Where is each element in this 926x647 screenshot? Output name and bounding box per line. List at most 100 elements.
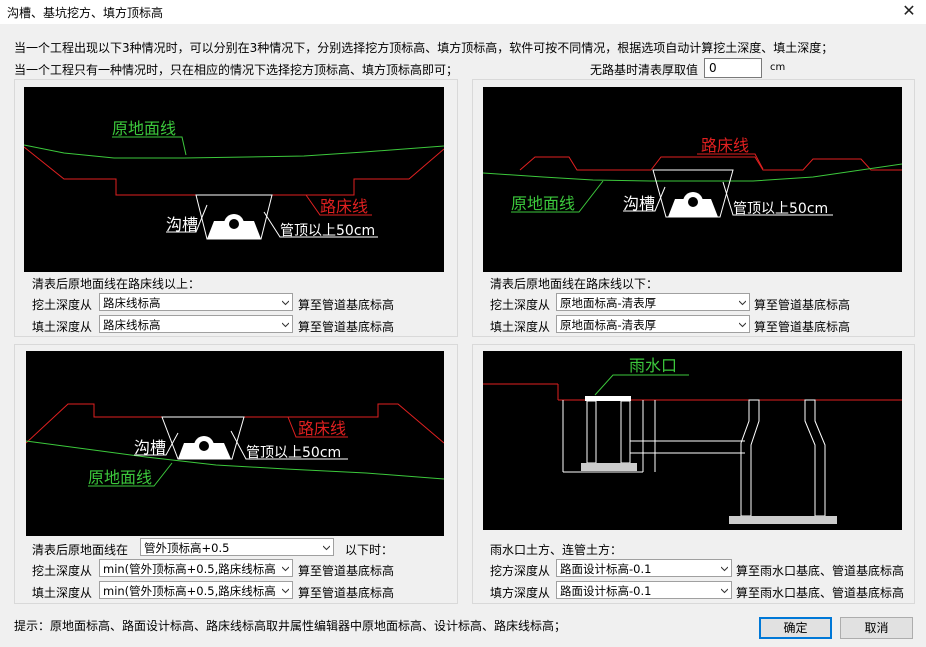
diagram-ground-below-pipe-top: 路床线 沟槽 管顶以上50cm 原地面线 xyxy=(26,351,444,536)
subgrade-label: 路床线 xyxy=(701,136,749,155)
panel2-dig-value: 原地面标高-清表厚 xyxy=(560,296,657,310)
hint-text: 提示：原地面标高、路面设计标高、路床线标高取井属性编辑器中原地面标高、设计标高、… xyxy=(14,619,567,633)
chevron-down-icon xyxy=(282,300,289,306)
panel1-dig-value: 路床线标高 xyxy=(103,296,161,310)
inlet-wall-right xyxy=(620,400,631,464)
panel1-fill-select[interactable]: 路床线标高 xyxy=(99,315,293,333)
subgrade-line xyxy=(24,146,444,196)
panel3-dig-select[interactable]: min(管外顶标高+0.5,路床线标高 xyxy=(99,559,293,577)
diagram-ground-below-subgrade: 路床线 原地面线 沟槽 管顶以上50cm xyxy=(483,87,902,272)
cancel-button[interactable]: 取消 xyxy=(840,617,913,639)
panel2-fill-value: 原地面标高-清表厚 xyxy=(560,318,657,332)
inlet-leader xyxy=(594,374,689,396)
chevron-down-icon xyxy=(739,300,746,306)
panel1-fill-value: 路床线标高 xyxy=(103,318,161,332)
panel4-fill-label: 填方深度从 xyxy=(490,586,551,600)
pipe-well-left-wall xyxy=(740,399,760,517)
panel2-fill-suffix: 算至管道基底标高 xyxy=(754,320,851,334)
panel3-threshold-value: 管外顶标高+0.5 xyxy=(144,541,230,555)
chevron-down-icon xyxy=(739,322,746,328)
subgrade-label: 路床线 xyxy=(298,419,346,438)
no-road-label: 无路基时清表厚取值 xyxy=(590,63,699,77)
panel1-fill-suffix: 算至管道基底标高 xyxy=(298,320,395,334)
panel3-fill-value: min(管外顶标高+0.5,路床线标高 xyxy=(103,584,276,598)
pipe-top-label: 管顶以上50cm xyxy=(280,223,375,239)
ground-line-label: 原地面线 xyxy=(88,468,152,487)
panel4-dig-select[interactable]: 路面设计标高-0.1 xyxy=(556,559,732,577)
chevron-down-icon xyxy=(323,545,330,551)
no-road-unit: cm xyxy=(770,62,786,73)
diagram-ground-above-subgrade: 原地面线 沟槽 管顶以上50cm 路床线 xyxy=(24,87,444,272)
inlet-top xyxy=(585,396,631,401)
panel2-fill-select[interactable]: 原地面标高-清表厚 xyxy=(556,315,750,333)
pipe-top-leader xyxy=(263,211,378,238)
panel2-dig-select[interactable]: 原地面标高-清表厚 xyxy=(556,293,750,311)
subgrade-leader xyxy=(697,153,764,170)
panel3-dig-suffix: 算至管道基底标高 xyxy=(298,564,395,578)
chevron-down-icon xyxy=(721,588,728,594)
panel2-fill-label: 填土深度从 xyxy=(490,320,551,334)
pipe-top-leader xyxy=(722,181,833,216)
panel3-fill-suffix: 算至管道基底标高 xyxy=(298,586,395,600)
title-bar: 沟槽、基坑挖方、填方顶标高 ✕ xyxy=(0,0,926,24)
ground-line xyxy=(24,144,444,159)
subgrade-line xyxy=(26,403,444,444)
subgrade-line xyxy=(519,156,902,171)
chevron-down-icon xyxy=(282,588,289,594)
panel3-heading-prefix: 清表后原地面线在 xyxy=(32,543,129,557)
panel3-fill-select[interactable]: min(管外顶标高+0.5,路床线标高 xyxy=(99,581,293,599)
pipe-well-base xyxy=(729,516,837,524)
trench-leader xyxy=(623,186,666,212)
panel1-dig-suffix: 算至管道基底标高 xyxy=(298,298,395,312)
panel4-dig-suffix: 算至雨水口基底、管道基底标高 xyxy=(736,564,905,578)
ground-leader xyxy=(88,462,173,487)
panel1-dig-select[interactable]: 路床线标高 xyxy=(99,293,293,311)
pipe-top-leader xyxy=(230,430,348,460)
panel4-fill-select[interactable]: 路面设计标高-0.1 xyxy=(556,581,732,599)
subgrade-label: 路床线 xyxy=(320,197,368,216)
trench-label: 沟槽 xyxy=(623,194,655,213)
intro-line-2: 当一个工程只有一种情况时，只在相应的情况下选择挖方顶标高、填方顶标高即可； xyxy=(14,63,459,77)
diagram-inlet-earthwork: 雨水口 xyxy=(483,351,902,530)
panel3-threshold-select[interactable]: 管外顶标高+0.5 xyxy=(140,538,334,556)
panel2-dig-label: 挖土深度从 xyxy=(490,298,551,312)
trench-label: 沟槽 xyxy=(134,438,166,457)
trench-leader xyxy=(166,204,208,233)
ground-line-label: 原地面线 xyxy=(511,194,575,213)
inlet-label: 雨水口 xyxy=(629,356,677,375)
no-road-thickness-input[interactable]: 0 xyxy=(704,58,762,78)
ground-leader xyxy=(511,180,604,213)
ground-line-label: 原地面线 xyxy=(112,119,176,138)
subgrade-leader xyxy=(287,416,348,438)
trench-leader xyxy=(134,432,179,456)
no-road-thickness-value: 0 xyxy=(709,61,717,75)
intro-line-1: 当一个工程出现以下3种情况时，可以分别在3种情况下，分别选择挖方顶标高、填方顶标… xyxy=(14,41,834,55)
chevron-down-icon xyxy=(721,566,728,572)
panel3-dig-value: min(管外顶标高+0.5,路床线标高 xyxy=(103,562,276,576)
panel4-heading: 雨水口土方、连管土方： xyxy=(490,543,623,557)
ground-line xyxy=(26,440,444,480)
chevron-down-icon xyxy=(282,322,289,328)
panel2-dig-suffix: 算至管道基底标高 xyxy=(754,298,851,312)
pipe-top-label: 管顶以上50cm xyxy=(246,445,341,461)
ground-line xyxy=(483,163,902,182)
window-title: 沟槽、基坑挖方、填方顶标高 xyxy=(7,6,164,20)
panel3-heading-suffix: 以下时： xyxy=(345,543,394,557)
ok-button[interactable]: 确定 xyxy=(759,617,832,639)
inlet-wall-left xyxy=(586,400,597,464)
panel4-dig-value: 路面设计标高-0.1 xyxy=(560,562,652,576)
panel4-fill-suffix: 算至雨水口基底、管道基底标高 xyxy=(736,586,905,600)
panel1-fill-label: 填土深度从 xyxy=(32,320,93,334)
subgrade-leader xyxy=(305,194,372,216)
panel3-dig-label: 挖土深度从 xyxy=(32,564,93,578)
panel3-fill-label: 填土深度从 xyxy=(32,586,93,600)
close-icon[interactable]: ✕ xyxy=(902,1,916,20)
pipe-well-right-wall xyxy=(804,399,826,517)
pipe-top-label: 管顶以上50cm xyxy=(733,201,828,217)
panel1-heading: 清表后原地面线在路床线以上： xyxy=(32,277,201,291)
panel4-fill-value: 路面设计标高-0.1 xyxy=(560,584,652,598)
panel2-heading: 清表后原地面线在路床线以下： xyxy=(490,277,659,291)
panel1-dig-label: 挖土深度从 xyxy=(32,298,93,312)
ground-leader xyxy=(112,136,187,156)
trench-outline xyxy=(161,416,245,460)
